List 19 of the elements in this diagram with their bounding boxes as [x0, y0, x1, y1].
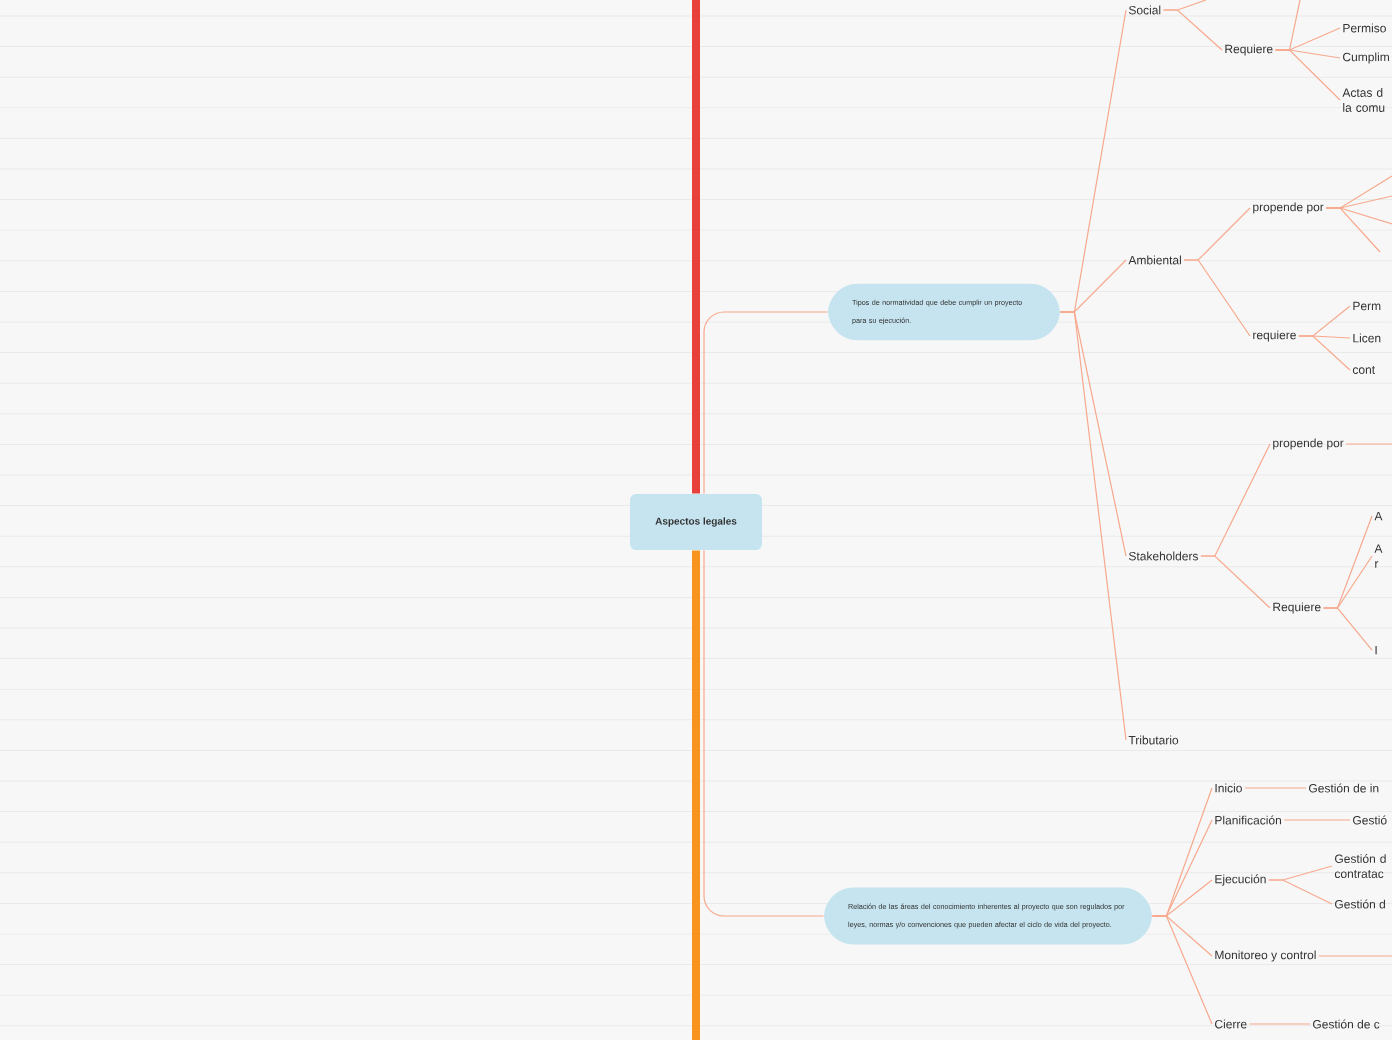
- connector-line: [1151, 915, 1213, 1025]
- connector-line: [692, 550, 700, 1040]
- connector-line: [1345, 443, 1392, 445]
- connector-line: [692, 0, 700, 494]
- connector-line: [1274, 49, 1341, 101]
- connector-line: [1268, 879, 1333, 905]
- connector-line: [1244, 787, 1307, 789]
- connector-line: [1283, 819, 1351, 821]
- connector-line: [1200, 555, 1271, 609]
- connector-line: [1248, 1023, 1311, 1025]
- connector-line: [1183, 259, 1251, 337]
- connector-line: [1059, 311, 1127, 741]
- connector-line: [703, 549, 825, 917]
- connector-line: [703, 311, 829, 495]
- connector-line: [1325, 207, 1381, 253]
- connector-line: [1318, 955, 1392, 957]
- connector-line: [1322, 607, 1373, 651]
- connector-line: [1298, 335, 1351, 371]
- connector-line: [1162, 9, 1223, 51]
